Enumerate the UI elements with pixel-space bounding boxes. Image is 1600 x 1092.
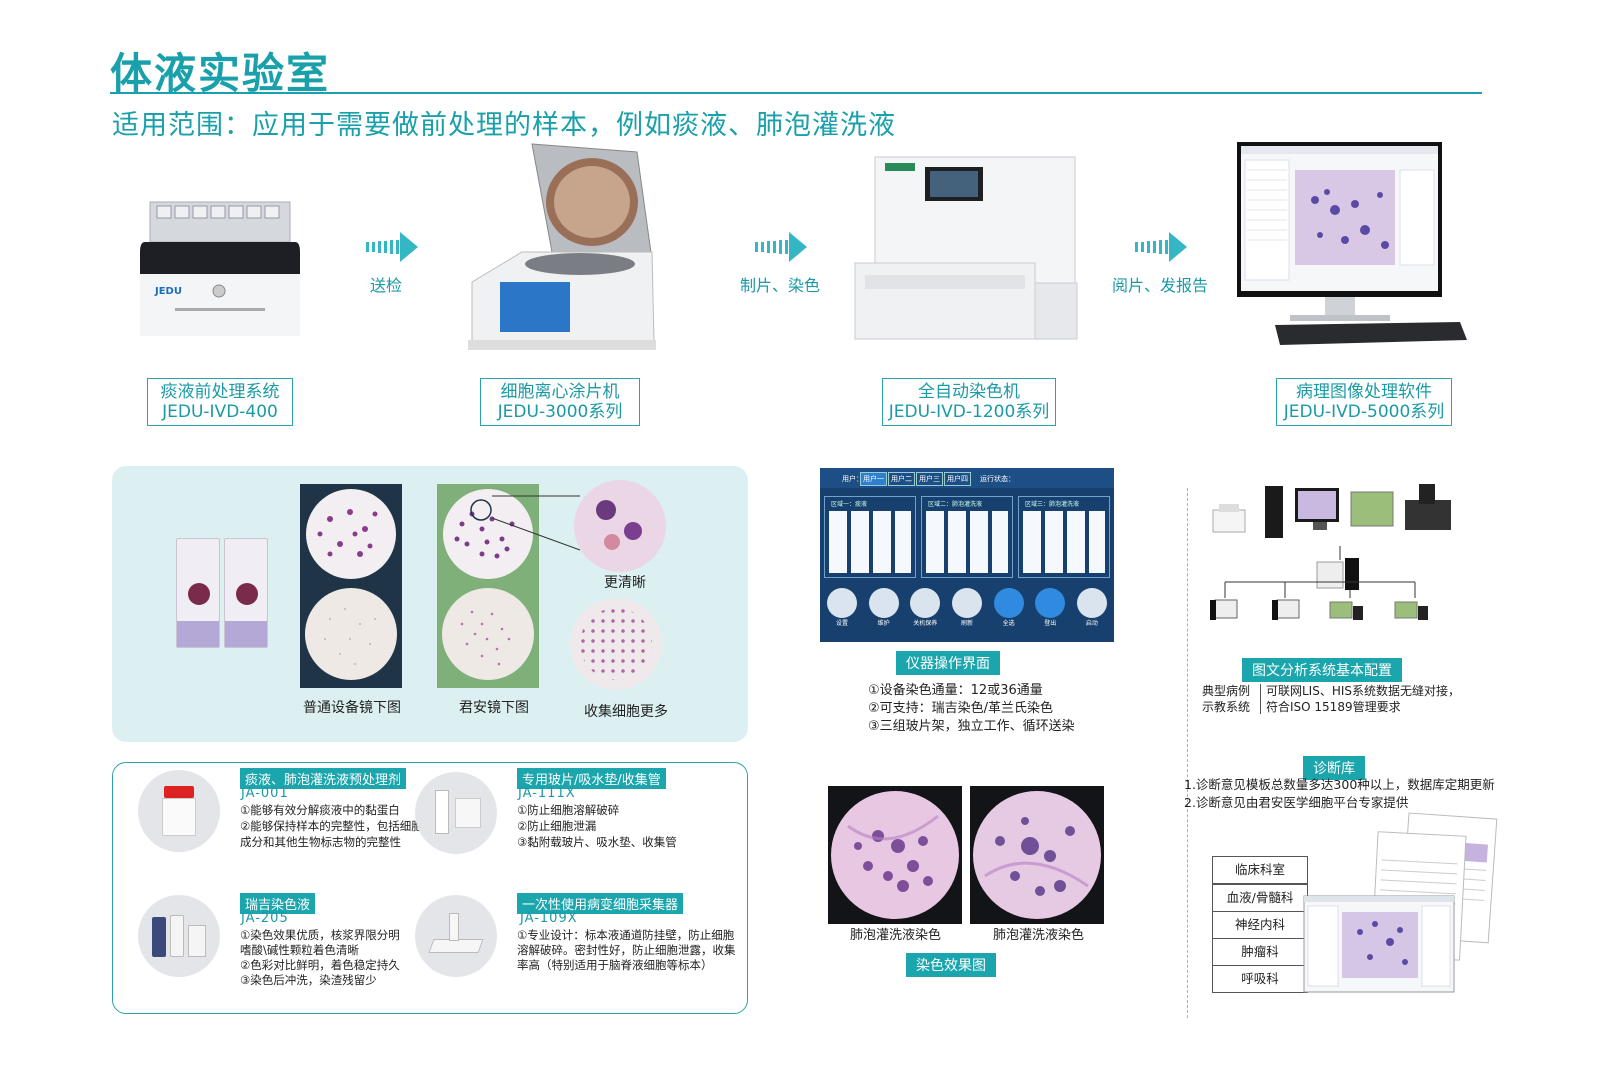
product-desc-line: ③黏附载玻片、吸水垫、收集管 [517,835,677,849]
product-desc-line: ①专业设计：标本液通道防挂壁，防止细胞 [517,928,735,942]
device-label-stainer: 全自动染色机 JEDU-IVD-1200系列 [882,378,1056,426]
arrow-icon [755,232,807,262]
sputum-pretreatment-device-image: JEDU [140,201,300,336]
page-title: 体液实验室 [110,49,331,98]
product-title-collector: 一次性使用病变细胞采集器 [517,893,684,914]
cytocentrifuge-device-image [468,143,656,350]
page-subtitle: 适用范围：应用于需要做前处理的样本，例如痰液、肺泡灌洗液 [112,110,896,141]
junan-microscope-images [437,484,539,688]
arrow-icon [1135,232,1187,262]
cell-collector-image [415,895,497,977]
system-config-diagram [1210,484,1451,620]
report-documents-image [1303,812,1498,993]
device-label-sputum: 痰液前处理系统 JEDU-IVD-400 [147,378,293,426]
svg-text:JEDU: JEDU [154,286,182,297]
product-code: JA-111X [518,786,576,801]
system-left-text: 示教系统 [1202,700,1251,714]
product-code: JA-001 [241,786,289,801]
department-item: 血液/骨髓科 [1212,884,1308,912]
product-desc-line: 嗜酸\碱性颗粒着色清晰 [240,943,359,957]
staining-caption: 肺泡灌洗液染色 [993,928,1085,943]
department-item: 神经内科 [1212,911,1308,939]
product-desc-line: ①防止细胞溶解破碎 [517,803,620,817]
product-desc-line: 溶解破碎。密封性好，防止细胞泄露，收集 [517,943,736,957]
auto-stainer-device-image [854,156,1078,340]
pathology-workstation-image [1237,142,1467,345]
diagnosis-library-label: 诊断库 [1303,756,1365,780]
caption-normal-device: 普通设备镜下图 [303,700,401,716]
system-config-label: 图文分析系统基本配置 [1242,658,1402,682]
department-item: 临床科室 [1212,856,1308,884]
arrow-label-report: 阅片、发报告 [1112,276,1209,295]
product-desc-line: ①能够有效分解痰液中的黏蛋白 [240,803,400,817]
instrument-spec-line: ①设备染色通量：12或36通量 [868,683,1043,698]
staining-result-image-1 [828,786,962,924]
zoom-clear-cells-image [574,480,666,572]
staining-caption: 肺泡灌洗液染色 [850,928,942,943]
system-text-divider [1260,684,1261,714]
title-divider [110,92,1482,94]
diagnosis-line: 1.诊断意见模板总数量多达300种以上，数据库定期更新 [1184,777,1495,792]
instrument-ui-screenshot: 用户： 用户一 用户二 用户三 用户四 运行状态： 区域一：痰液 区域二：肺泡灌… [820,468,1114,642]
section-divider [1187,488,1188,1018]
product-desc-line: 成分和其他生物标志物的完整性 [240,835,401,849]
caption-clearer: 更清晰 [604,575,646,591]
product-title-slides: 专用玻片/吸水垫/收集管 [517,768,666,789]
product-code: JA-205 [241,911,289,926]
stain-kit-image [138,895,220,977]
product-desc-line: 率高（特别适用于脑脊液细胞等标本） [517,958,713,972]
arrow-icon [366,232,418,262]
system-right-text: 可联网LIS、HIS系统数据无缝对接， [1266,684,1461,698]
slide-image [224,538,268,648]
zoom-lines [491,495,581,551]
slide-image [176,538,220,648]
normal-microscope-images [300,484,402,688]
department-item: 肿瘤科 [1212,938,1308,966]
product-title-wright-stain: 瑞吉染色液 [240,893,316,914]
product-desc-line: ②防止细胞泄漏 [517,819,597,833]
product-desc-line: ③染色后冲洗，染渣残留少 [240,973,377,987]
slide-pad-image [415,772,497,854]
caption-junan-device: 君安镜下图 [459,700,529,716]
system-left-text: 典型病例 [1202,684,1251,698]
instrument-spec-line: ②可支持：瑞吉染色/革兰氏染色 [868,701,1054,716]
product-code: JA-109X [520,911,578,926]
reagent-bottle-image [138,770,220,852]
product-title-pretreatment: 痰液、肺泡灌洗液预处理剂 [240,768,407,789]
device-label-software: 病理图像处理软件 JEDU-IVD-5000系列 [1276,378,1452,426]
arrow-label-staining: 制片、染色 [740,276,821,295]
arrow-label-submit: 送检 [370,276,403,295]
caption-more-cells: 收集细胞更多 [584,704,668,720]
product-desc-line: ②能够保持样本的完整性，包括细胞 [240,819,423,833]
staining-result-image-2 [970,786,1104,924]
instrument-spec-line: ③三组玻片架，独立工作、循环送染 [868,719,1075,734]
department-item: 呼吸科 [1212,965,1308,993]
product-desc-line: ①染色效果优质，核浆界限分明 [240,928,400,942]
device-label-centrifuge: 细胞离心涂片机 JEDU-3000系列 [480,378,640,426]
system-right-text: 符合ISO 15189管理要求 [1266,700,1401,714]
product-desc-line: ②色彩对比鲜明，着色稳定持久 [240,958,400,972]
staining-label: 染色效果图 [906,953,996,977]
zoom-more-cells-image [570,598,662,690]
diagnosis-line: 2.诊断意见由君安医学细胞平台专家提供 [1184,795,1409,810]
instrument-ui-label: 仪器操作界面 [896,651,1000,675]
